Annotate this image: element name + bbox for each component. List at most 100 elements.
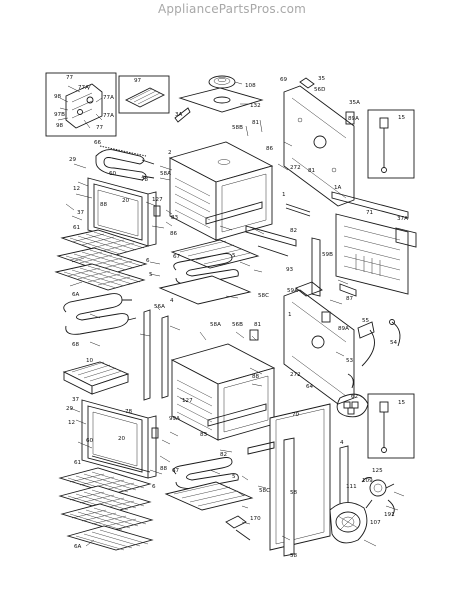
callout-label: 60	[109, 171, 117, 177]
callout-label: 82	[220, 452, 227, 458]
callout-label: 58C	[259, 488, 270, 494]
callout-label: 20	[118, 436, 126, 442]
callout-label: 97	[134, 78, 142, 84]
callout-label: 53	[346, 358, 354, 364]
upper-racks	[54, 229, 150, 291]
callout-label: 89A	[348, 116, 359, 122]
hinge-inset	[45, 72, 117, 137]
callout-label: 61	[74, 460, 82, 466]
callout-label: 20	[122, 198, 130, 204]
callout-label: 272	[290, 165, 301, 171]
site-header: AppliancePartsPros.com	[157, 2, 307, 16]
callout-label: 71	[366, 210, 374, 216]
callout-label: 4	[340, 440, 344, 446]
callout-label: 97B	[54, 112, 65, 118]
callout-label: 56D	[314, 87, 325, 93]
sensor-parts-right	[347, 319, 401, 389]
callout-label: 58	[290, 490, 298, 496]
callout-label: 2	[168, 150, 172, 156]
callout-label: 60	[86, 438, 94, 444]
callout-label: 107	[370, 520, 381, 526]
callout-label: 78	[125, 409, 133, 415]
callout-label: 56A	[154, 304, 165, 310]
callout-label: 1	[288, 312, 292, 318]
callout-label: 125	[372, 468, 383, 474]
callout-label: 58B	[232, 125, 243, 131]
callout-label: 111	[346, 484, 357, 490]
part-108-burner	[208, 75, 243, 89]
callout-label: 59B	[322, 252, 333, 258]
callout-label: 35	[318, 76, 326, 82]
callout-label: 6	[146, 258, 150, 264]
callout-label: 81	[254, 322, 262, 328]
callout-label: 5	[149, 272, 153, 278]
rear-frame-lower	[249, 281, 355, 405]
rear-frame-upper	[283, 77, 355, 207]
callout-label: 77A	[103, 95, 114, 101]
callout-label: 67	[172, 468, 180, 474]
callout-label: 170	[250, 516, 261, 522]
callout-label: 83	[171, 215, 179, 221]
callout-label: 15	[398, 400, 406, 406]
probe-15-upper	[367, 109, 415, 179]
callout-label: 5	[232, 474, 236, 480]
callout-label: 1	[282, 192, 286, 198]
callout-label: 67	[173, 254, 181, 260]
probe-15-lower	[367, 393, 415, 459]
inset-62	[336, 393, 369, 418]
callout-label: 272	[290, 372, 301, 378]
callout-label: 70	[292, 412, 300, 418]
callout-label: 6A	[74, 544, 82, 550]
callout-label: 86	[266, 146, 274, 152]
callout-label: 55	[362, 318, 370, 324]
callout-label: 3A	[175, 112, 183, 118]
callout-label: 15	[398, 115, 406, 121]
callout-label: 10	[86, 358, 94, 364]
callout-label: 29	[66, 406, 74, 412]
callout-label: 58C	[258, 293, 269, 299]
lower-oven-cavity	[170, 343, 276, 441]
lower-racks	[58, 467, 154, 551]
callout-label: 37	[72, 397, 80, 403]
callout-label: 61	[73, 225, 81, 231]
callout-label: 83	[200, 432, 208, 438]
callout-label: 77A	[103, 113, 114, 119]
callout-label: 59A	[287, 288, 298, 294]
callout-label: 58	[290, 553, 298, 559]
bake-element-upper	[63, 293, 137, 335]
callout-label: 81	[308, 168, 316, 174]
callout-label: 1A	[334, 185, 342, 191]
callout-label: 12	[68, 420, 75, 426]
callout-label: 88	[252, 374, 260, 380]
callout-label: 58A	[210, 322, 221, 328]
middle-bake-assembly	[158, 239, 260, 305]
callout-label: 66	[94, 140, 102, 146]
callout-label: 56B	[232, 322, 243, 328]
trim-strips	[143, 203, 321, 401]
callout-label: 77	[66, 75, 74, 81]
callout-label: 81	[252, 120, 260, 126]
callout-label: 37A	[397, 216, 408, 222]
callout-label: 54	[390, 340, 398, 346]
callout-label: 4	[170, 298, 174, 304]
callout-label: 99A	[169, 416, 180, 422]
callout-label: 98	[56, 123, 64, 129]
upper-oven-cavity	[168, 141, 274, 241]
callout-label: 69	[280, 77, 288, 83]
callout-label: 127	[182, 398, 193, 404]
callout-label: 58A	[160, 171, 171, 177]
callout-label: 82	[290, 228, 297, 234]
callout-label: 93	[286, 267, 294, 273]
callout-label: 98	[54, 94, 62, 100]
callout-label: 86	[170, 231, 178, 237]
callout-label: 35A	[349, 100, 360, 106]
callout-label: 29	[69, 157, 77, 163]
callout-label: 132	[250, 103, 261, 109]
broil-pan	[62, 361, 130, 395]
callout-label: 6A	[72, 292, 80, 298]
callout-label: 12	[73, 186, 80, 192]
callout-label: 77A	[78, 85, 89, 91]
